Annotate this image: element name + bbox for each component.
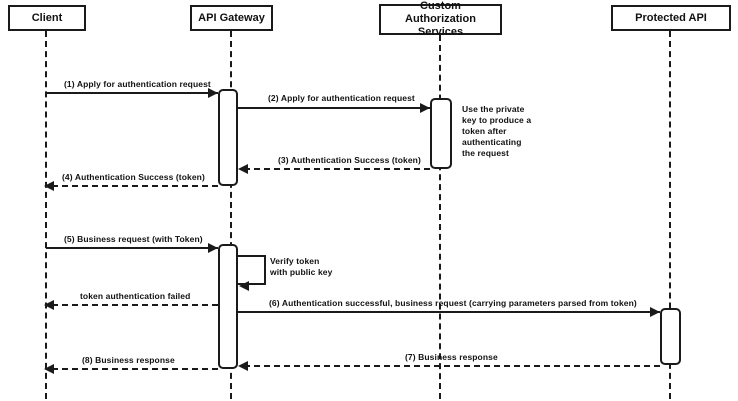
message-token-failed-label: token authentication failed bbox=[80, 291, 191, 301]
message-4-line bbox=[52, 185, 218, 187]
message-1-line bbox=[46, 92, 218, 94]
participant-client-label: Client bbox=[31, 11, 63, 24]
message-6-arrowhead-icon bbox=[650, 307, 660, 317]
message-3-label: (3) Authentication Success (token) bbox=[278, 155, 421, 165]
message-8-label: (8) Business response bbox=[82, 355, 175, 365]
message-self-label-line2: with public key bbox=[270, 267, 333, 277]
note-private-key-line-3: token after bbox=[462, 126, 507, 136]
message-5-label: (5) Business request (with Token) bbox=[64, 234, 203, 244]
message-self-label-line1: Verify token bbox=[270, 256, 320, 266]
participant-protected-api[interactable]: Protected API bbox=[611, 5, 731, 31]
message-6-label: (6) Authentication successful, business … bbox=[269, 298, 637, 308]
lifeline-client bbox=[45, 31, 47, 399]
message-self-loop-line bbox=[238, 255, 266, 285]
message-self-arrowhead-icon bbox=[239, 281, 249, 291]
participant-custom-authorization-services-label: Custom Authorization Services bbox=[405, 0, 476, 38]
message-token-failed-line bbox=[52, 304, 218, 306]
note-private-key-line-4: authenticating bbox=[462, 137, 522, 147]
message-1-arrowhead-icon bbox=[208, 88, 218, 98]
participant-api-gateway[interactable]: API Gateway bbox=[190, 5, 273, 31]
message-5-arrowhead-icon bbox=[208, 243, 218, 253]
message-8-arrowhead-icon bbox=[44, 364, 54, 374]
message-7-line bbox=[244, 365, 660, 367]
participant-protected-api-label: Protected API bbox=[635, 11, 707, 24]
message-4-label: (4) Authentication Success (token) bbox=[62, 172, 205, 182]
lifeline-custom-authorization-services bbox=[439, 35, 441, 399]
note-private-key-line-2: key to produce a bbox=[462, 115, 532, 125]
message-token-failed-arrowhead-icon bbox=[44, 300, 54, 310]
message-6-line bbox=[238, 311, 660, 313]
note-private-key-line-5: the request bbox=[462, 148, 509, 158]
message-8-line bbox=[52, 368, 218, 370]
lifeline-protected-api bbox=[669, 31, 671, 399]
message-2-line bbox=[238, 107, 430, 109]
note-private-key: Use the private key to produce a token a… bbox=[462, 104, 538, 159]
participant-api-gateway-label: API Gateway bbox=[198, 11, 265, 24]
activation-authorization bbox=[430, 98, 452, 169]
participant-client[interactable]: Client bbox=[8, 5, 86, 31]
note-private-key-line-1: Use the private bbox=[462, 104, 525, 114]
message-2-arrowhead-icon bbox=[420, 103, 430, 113]
message-7-label: (7) Business response bbox=[405, 352, 498, 362]
message-1-label: (1) Apply for authentication request bbox=[64, 79, 211, 89]
message-5-line bbox=[46, 247, 218, 249]
activation-gateway-business bbox=[218, 244, 238, 369]
message-3-line bbox=[244, 168, 430, 170]
message-4-arrowhead-icon bbox=[44, 181, 54, 191]
message-3-arrowhead-icon bbox=[238, 164, 248, 174]
message-7-arrowhead-icon bbox=[238, 361, 248, 371]
message-2-label: (2) Apply for authentication request bbox=[268, 93, 415, 103]
participant-custom-authorization-services[interactable]: Custom Authorization Services bbox=[379, 0, 502, 38]
activation-gateway-auth bbox=[218, 89, 238, 186]
lifeline-api-gateway bbox=[230, 31, 232, 399]
activation-protected-api bbox=[660, 308, 681, 365]
